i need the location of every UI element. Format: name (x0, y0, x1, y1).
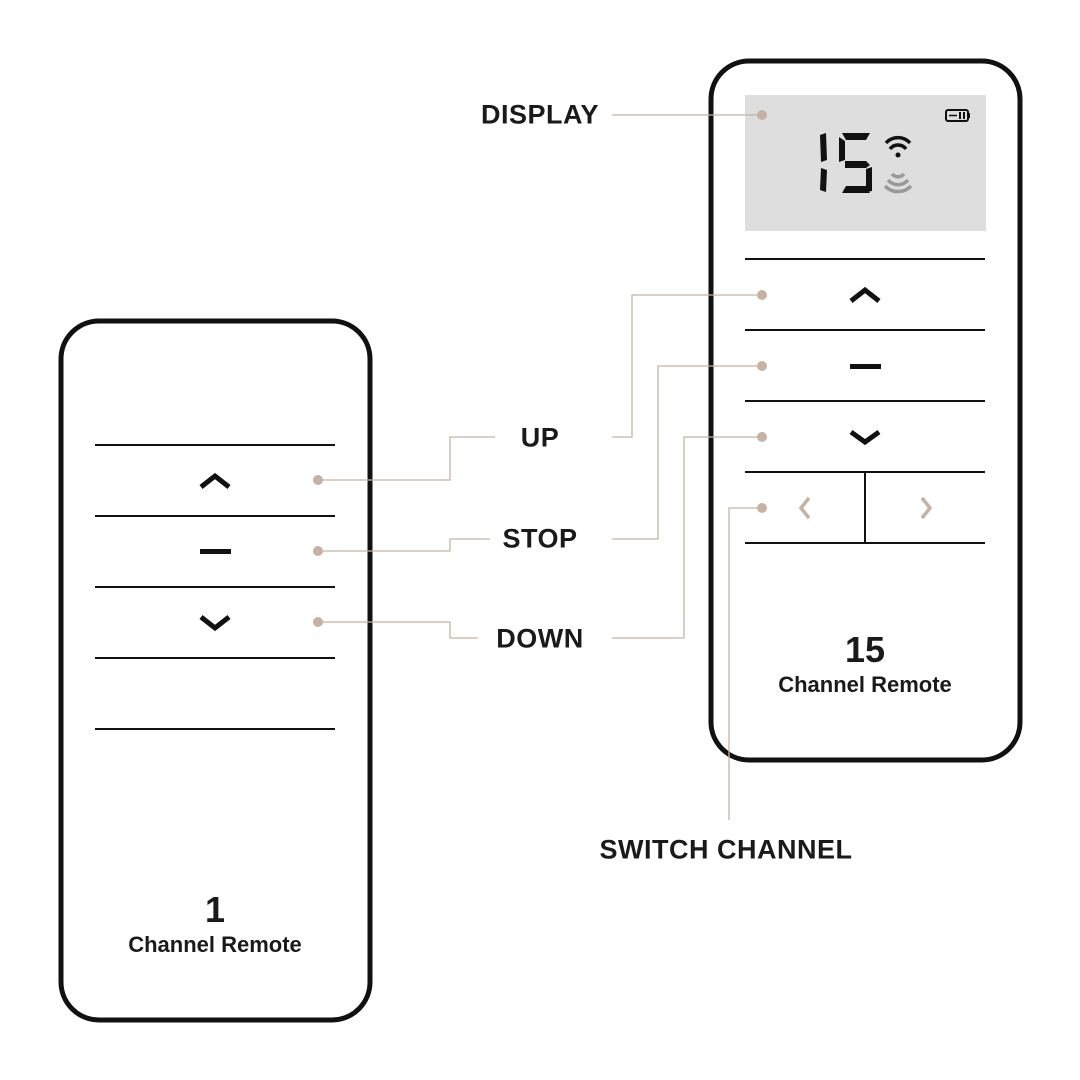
battery-icon (945, 109, 970, 122)
stop-label: STOP (502, 523, 578, 554)
left-remote-body (58, 318, 373, 1023)
channel-next-chevron-icon[interactable] (920, 496, 933, 520)
down-label: DOWN (496, 623, 584, 654)
right-remote-channel-count: 15 (844, 629, 886, 670)
channel-prev-chevron-icon[interactable] (798, 496, 811, 520)
up-label: UP (520, 422, 560, 453)
left-down-chevron-icon[interactable] (199, 615, 231, 632)
seven-segment-display (820, 133, 872, 193)
left-stop-icon[interactable] (200, 549, 231, 554)
callout-connectors (318, 114, 762, 820)
callout-dots (313, 110, 767, 627)
right-stop-icon[interactable] (850, 364, 881, 369)
signal-receive-icon (883, 172, 913, 194)
left-remote-channel-count: 1 (204, 889, 226, 930)
left-remote-button-dividers (95, 444, 335, 730)
display-label: DISPLAY (480, 99, 600, 130)
right-up-chevron-icon[interactable] (849, 286, 881, 303)
left-up-chevron-icon[interactable] (199, 472, 231, 489)
switch-channel-label: SWITCH CHANNEL (599, 834, 853, 865)
right-remote-body (708, 58, 1023, 763)
right-remote-button-dividers (745, 258, 985, 544)
right-down-chevron-icon[interactable] (849, 429, 881, 446)
signal-send-icon (884, 135, 912, 158)
left-remote-caption: Channel Remote (128, 932, 302, 957)
right-remote-caption: Channel Remote (778, 672, 952, 697)
